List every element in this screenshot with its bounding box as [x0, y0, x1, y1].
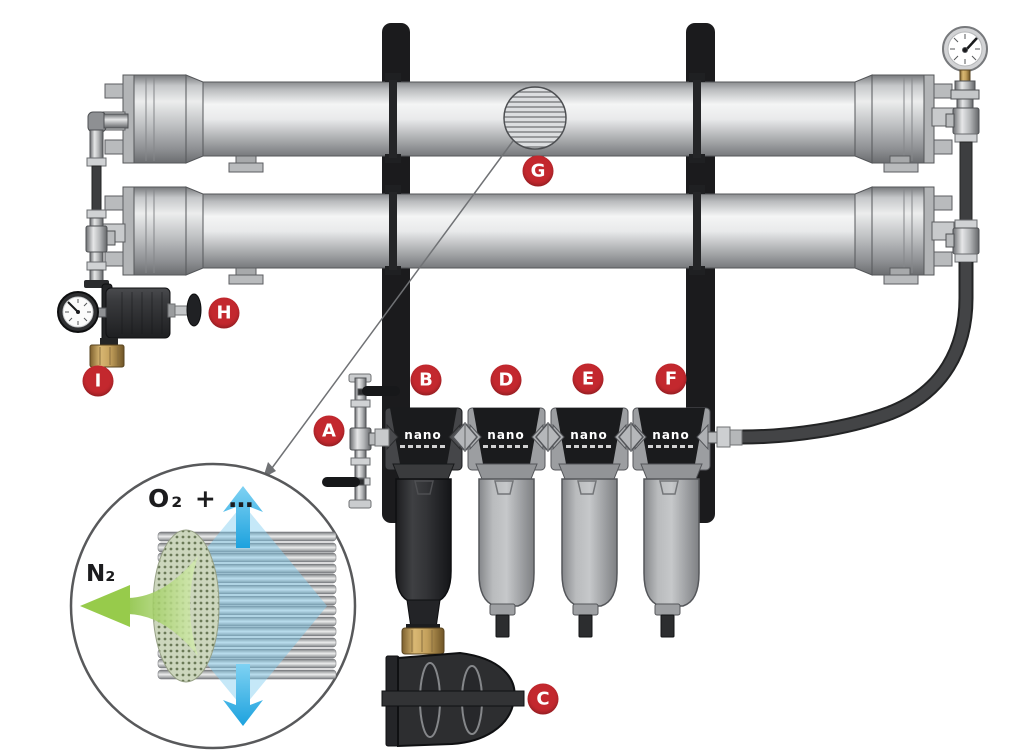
regulator-body: [105, 287, 171, 339]
callout-b: B: [410, 364, 442, 396]
filter-brand-logo: nano: [487, 428, 525, 442]
right-piping: [707, 26, 988, 448]
regulator-adjust-knob[interactable]: [167, 293, 202, 327]
outlet-hose: [741, 262, 974, 445]
filter-junction-diamonds: [452, 421, 644, 453]
filter-bowl-e: [561, 478, 618, 607]
callout-f: F: [655, 363, 687, 395]
filter-unit-e: [550, 407, 629, 638]
callout-c: C: [527, 683, 559, 715]
callout-g: G: [522, 155, 554, 187]
filter-brand-logo: nano: [652, 428, 690, 442]
brand-subtext-rule: [400, 445, 446, 448]
inlet-valve: [322, 373, 400, 509]
filter-unit-d: [467, 407, 546, 638]
brand-subtext-rule: [566, 445, 612, 448]
pressure-regulator: [57, 280, 202, 368]
bracket-clamp-straps: [385, 73, 705, 275]
brand-subtext-rule: [483, 445, 529, 448]
auto-drain-valve: [381, 651, 525, 748]
oxygen-arrow-down: [223, 664, 263, 726]
oxygen-arrow-up: [223, 486, 263, 548]
left-piping: [85, 111, 129, 283]
brass-drain-fitting: [401, 627, 445, 655]
regulator-gauge: [57, 291, 99, 333]
filter-bowl-d: [478, 478, 535, 607]
filter-bowl-b: [395, 478, 452, 603]
nitrogen-arrow: [80, 585, 130, 627]
filter-brand-logo: nano: [570, 428, 608, 442]
callout-a: A: [313, 415, 345, 447]
gauge-needle: [67, 301, 79, 313]
membrane-inset: [69, 462, 357, 750]
brass-outlet-fitting: [89, 344, 125, 368]
valve-handle-upper[interactable]: [357, 386, 400, 396]
filter-bowl-f: [643, 478, 700, 607]
outlet-pressure-gauge: [942, 26, 988, 82]
filter-unit-b: [384, 407, 463, 655]
callout-e: E: [572, 363, 604, 395]
nitrogen-flow-funnel: [128, 556, 198, 656]
inset-permeate-label: O₂ + …: [148, 484, 256, 513]
brand-subtext-rule: [648, 445, 694, 448]
callout-i: I: [82, 365, 114, 397]
callout-h: H: [208, 297, 240, 329]
membrane-tube-lower: [102, 186, 955, 285]
valve-handle-lower[interactable]: [322, 477, 365, 487]
membrane-tube-upper: [102, 74, 955, 173]
filter-unit-f: [632, 407, 711, 638]
hose-end-fitting: [707, 426, 743, 448]
membrane-cutaway-window: [503, 86, 567, 150]
callout-d: D: [490, 364, 522, 396]
inset-nitrogen-label: N₂: [86, 561, 116, 587]
filter-train: [384, 407, 711, 655]
filter-brand-logo: nano: [404, 428, 442, 442]
